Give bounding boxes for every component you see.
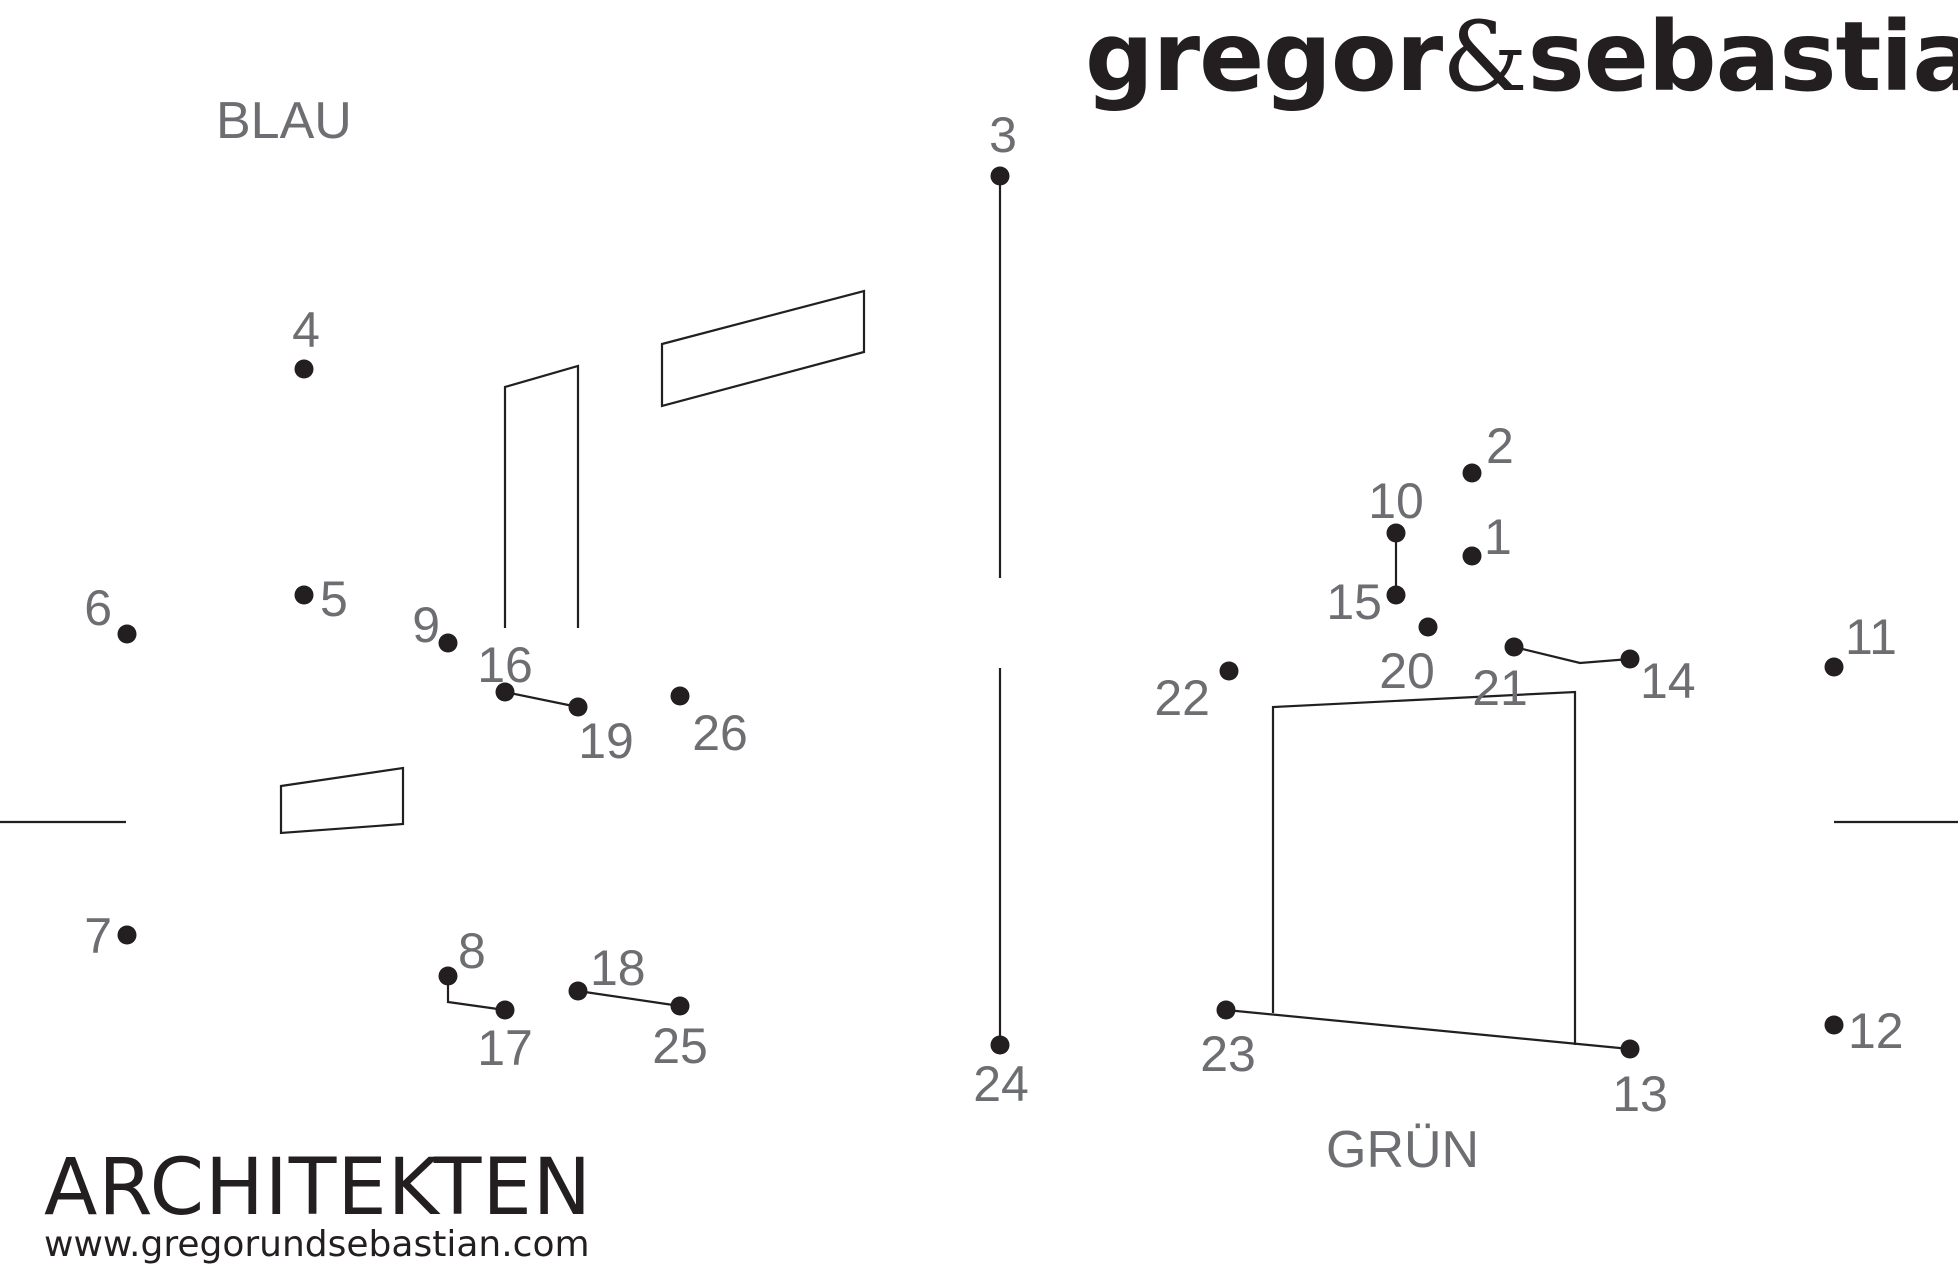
dot-25: 25 [652, 996, 708, 1074]
dot-number-21: 21 [1472, 660, 1528, 716]
dot-marker-7 [117, 925, 137, 945]
dot-2: 2 [1462, 418, 1514, 483]
fragment-16-19 [504, 690, 579, 709]
dot-marker-3 [990, 166, 1010, 186]
dot-marker-11 [1824, 657, 1844, 677]
dot-marker-20 [1418, 617, 1438, 637]
dot-number-6: 6 [84, 580, 112, 636]
fragment-tall-quad [503, 364, 580, 628]
dot-marker-19 [568, 697, 588, 717]
dot-number-9: 9 [412, 597, 440, 653]
dot-number-4: 4 [292, 302, 320, 358]
dot-number-19: 19 [578, 713, 634, 769]
dot-marker-5 [294, 585, 314, 605]
dot-marker-13 [1620, 1039, 1640, 1059]
fragment-small-quad [279, 766, 405, 835]
dot-5: 5 [294, 571, 348, 627]
fragment-green-quad [1271, 690, 1577, 1045]
dot-19: 19 [568, 697, 634, 769]
dot-marker-23 [1216, 1000, 1236, 1020]
dot-marker-21 [1504, 637, 1524, 657]
dot-number-3: 3 [989, 107, 1017, 163]
dot-marker-4 [294, 359, 314, 379]
dot-marker-16 [495, 682, 515, 702]
dot-4: 4 [292, 302, 320, 379]
fragment-18-25 [577, 989, 681, 1008]
dot-number-11: 11 [1845, 609, 1897, 665]
brand-name-left: gregor [1085, 1, 1444, 113]
dot-20: 20 [1379, 617, 1438, 699]
dot-number-17: 17 [477, 1020, 533, 1076]
dot-1: 1 [1462, 509, 1512, 566]
dot-marker-12 [1824, 1015, 1844, 1035]
dot-12: 12 [1824, 1003, 1904, 1059]
dot-marker-15 [1386, 585, 1406, 605]
dot-number-2: 2 [1486, 418, 1514, 474]
dot-6: 6 [84, 580, 137, 644]
label-left: BLAU [216, 92, 352, 150]
fragment-long-quad [660, 289, 866, 408]
dot-marker-10 [1386, 523, 1406, 543]
dot-23: 23 [1200, 1000, 1256, 1082]
brand-url: www.gregorundsebastian.com [44, 1224, 590, 1265]
dot-marker-2 [1462, 463, 1482, 483]
fragment-23-13 [1225, 1008, 1631, 1051]
dot-number-14: 14 [1640, 653, 1696, 709]
dot-number-26: 26 [692, 705, 748, 761]
dot-9: 9 [412, 597, 458, 653]
dot-number-5: 5 [320, 571, 348, 627]
dot-7: 7 [84, 908, 137, 964]
label-right: GRÜN [1326, 1121, 1479, 1179]
dot-17: 17 [477, 1000, 533, 1076]
dot-marker-18 [568, 981, 588, 1001]
dot-marker-14 [1620, 649, 1640, 669]
dot-marker-8 [438, 966, 458, 986]
dot-14: 14 [1620, 649, 1696, 709]
dot-marker-17 [495, 1000, 515, 1020]
dot-15: 15 [1326, 574, 1406, 630]
fragment-8-17 [446, 976, 506, 1012]
dot-18: 18 [568, 940, 646, 1001]
brand-logo: gregor&sebastian [1085, 1, 1958, 113]
dot-marker-25 [670, 996, 690, 1016]
dot-13: 13 [1612, 1039, 1668, 1122]
dot-marker-26 [670, 686, 690, 706]
dot-marker-9 [438, 633, 458, 653]
dot-21: 21 [1472, 637, 1528, 716]
dot-number-13: 13 [1612, 1066, 1668, 1122]
brand-wordmark: gregor&sebastian [1085, 1, 1958, 113]
dot-number-1: 1 [1484, 509, 1512, 565]
dot-24: 24 [973, 1035, 1029, 1112]
dot-22: 22 [1154, 661, 1239, 726]
dot-3: 3 [989, 107, 1017, 186]
dot-number-10: 10 [1368, 473, 1424, 529]
line-fragments [0, 176, 1958, 1051]
dot-number-8: 8 [458, 923, 486, 979]
dot-number-24: 24 [973, 1056, 1029, 1112]
dot-marker-22 [1219, 661, 1239, 681]
dot-11: 11 [1824, 609, 1897, 677]
dot-8: 8 [438, 923, 486, 986]
dot-marker-6 [117, 624, 137, 644]
dot-number-7: 7 [84, 908, 112, 964]
brand-ampersand: & [1442, 1, 1527, 113]
dot-marker-1 [1462, 546, 1482, 566]
dot-number-20: 20 [1379, 643, 1435, 699]
dot-number-25: 25 [652, 1018, 708, 1074]
fragment-21-14 [1513, 645, 1631, 665]
dot-number-12: 12 [1848, 1003, 1904, 1059]
brand-name-right: sebastian [1528, 1, 1958, 113]
dot-10: 10 [1368, 473, 1424, 543]
dot-number-16: 16 [477, 637, 533, 693]
dot-number-15: 15 [1326, 574, 1382, 630]
dot-16: 16 [477, 637, 533, 702]
brand-subtitle: ARCHITEKTEN [44, 1143, 592, 1233]
dot-number-22: 22 [1154, 670, 1210, 726]
dot-number-18: 18 [590, 940, 646, 996]
dot-number-23: 23 [1200, 1026, 1256, 1082]
dot-marker-24 [990, 1035, 1010, 1055]
dot-26: 26 [670, 686, 748, 761]
